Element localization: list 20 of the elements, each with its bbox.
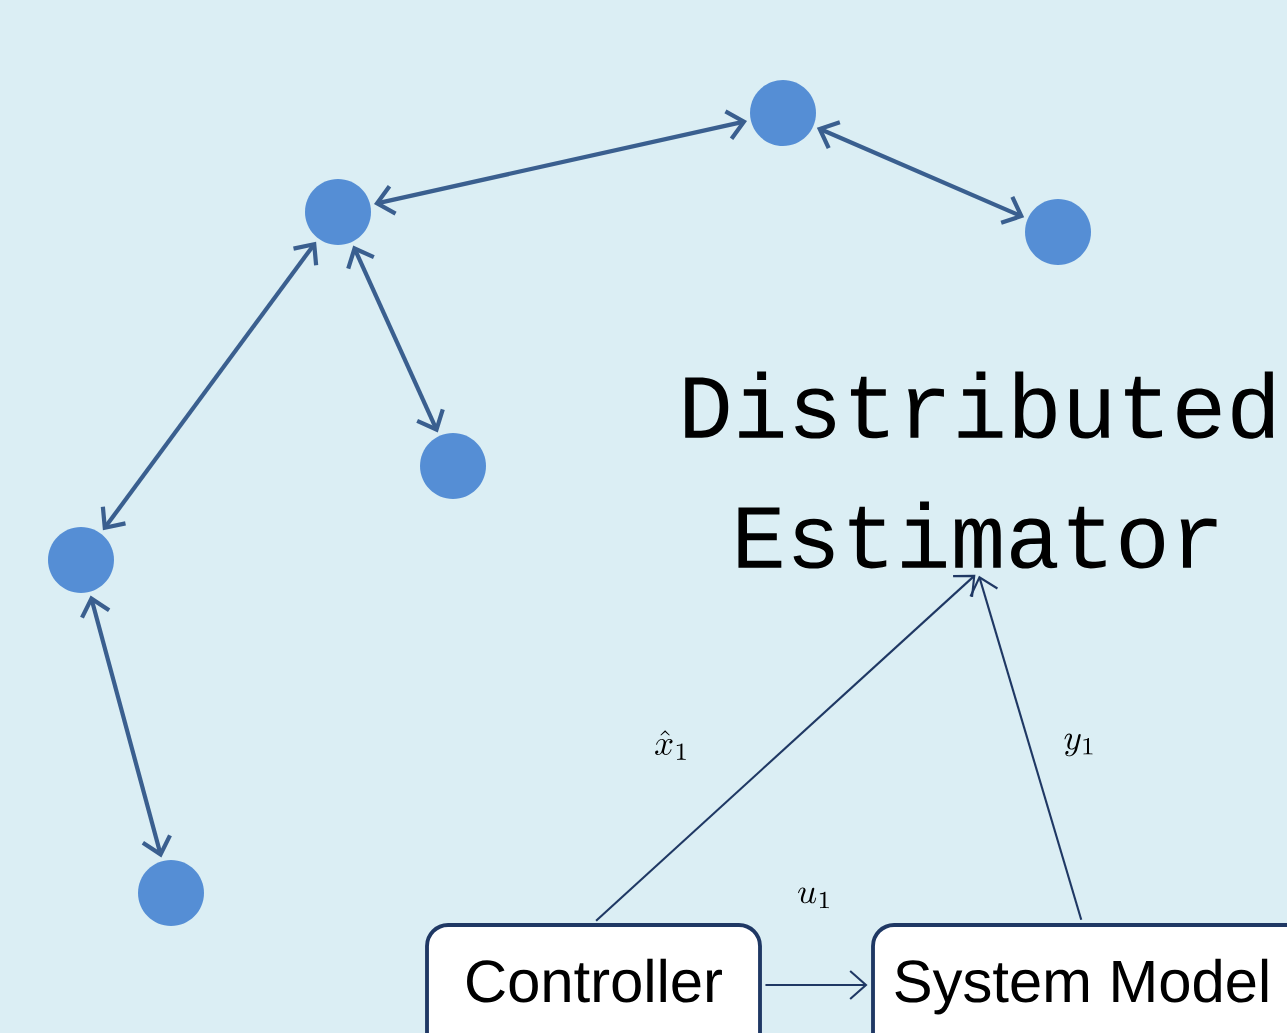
dot: [48, 527, 114, 593]
arrow: [969, 575, 1083, 920]
dot: [420, 433, 486, 499]
edge-label: $\hat{x}_1$: [655, 730, 686, 760]
dot: [138, 860, 204, 926]
estimator-label: Distributed Estimator: [685, 371, 1274, 569]
process-box: System Model: [871, 923, 1287, 1033]
arrow: [765, 970, 868, 1000]
edge-label: $y_1$: [1064, 733, 1093, 757]
edge-label: $u_1$: [798, 887, 829, 909]
dot: [750, 80, 816, 146]
arrow: [595, 574, 976, 922]
arrow: [816, 120, 1025, 225]
dot: [305, 179, 371, 245]
arrow: [374, 109, 747, 216]
arrow: [100, 241, 319, 531]
dot: [1025, 199, 1091, 265]
process-box: Controller: [425, 923, 762, 1033]
arrow: [80, 595, 172, 858]
arrow: [346, 245, 445, 433]
